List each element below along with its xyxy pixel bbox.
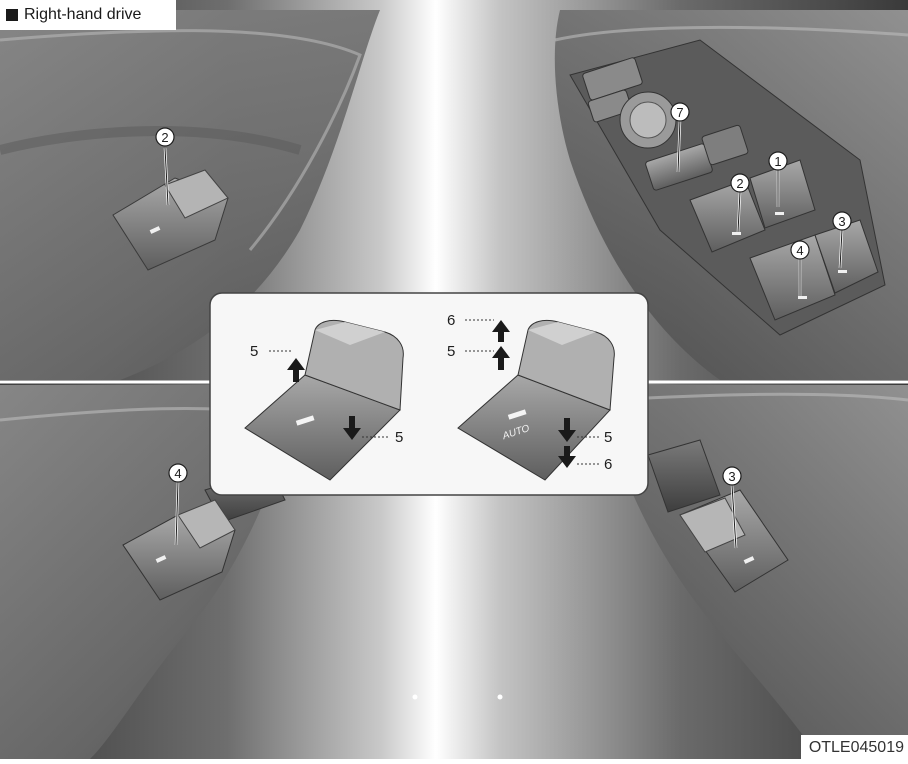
callout-2-top-left: 2 — [156, 128, 174, 146]
svg-text:4: 4 — [174, 466, 181, 481]
label-5-left-down: 5 — [395, 429, 403, 446]
figure-code: OTLE045019 — [801, 735, 908, 759]
svg-text:3: 3 — [728, 469, 735, 484]
callout-7: 7 — [671, 103, 689, 121]
switch-operation-inset: 5 5 AUTO 6 5 5 6 — [210, 293, 648, 495]
square-bullet-icon — [6, 9, 18, 21]
svg-text:2: 2 — [736, 176, 743, 191]
label-6-right-up: 6 — [447, 312, 455, 329]
figure-caption: Right-hand drive — [0, 0, 176, 30]
callout-3-bottom-right: 3 — [723, 467, 741, 485]
callout-2-top-right: 2 — [731, 174, 749, 192]
callout-1: 1 — [769, 152, 787, 170]
svg-text:2: 2 — [161, 130, 168, 145]
label-6-right-down: 6 — [604, 456, 612, 473]
callout-3-top-right: 3 — [833, 212, 851, 230]
label-5-right-down: 5 — [604, 429, 612, 446]
callout-4-top-right: 4 — [791, 241, 809, 259]
svg-text:7: 7 — [676, 105, 683, 120]
svg-text:3: 3 — [838, 214, 845, 229]
caption-text: Right-hand drive — [24, 6, 141, 24]
label-5-left-up: 5 — [250, 343, 258, 360]
svg-text:4: 4 — [796, 243, 803, 258]
svg-text:1: 1 — [774, 154, 781, 169]
label-5-right-up: 5 — [447, 343, 455, 360]
callout-4-bottom-left: 4 — [169, 464, 187, 482]
